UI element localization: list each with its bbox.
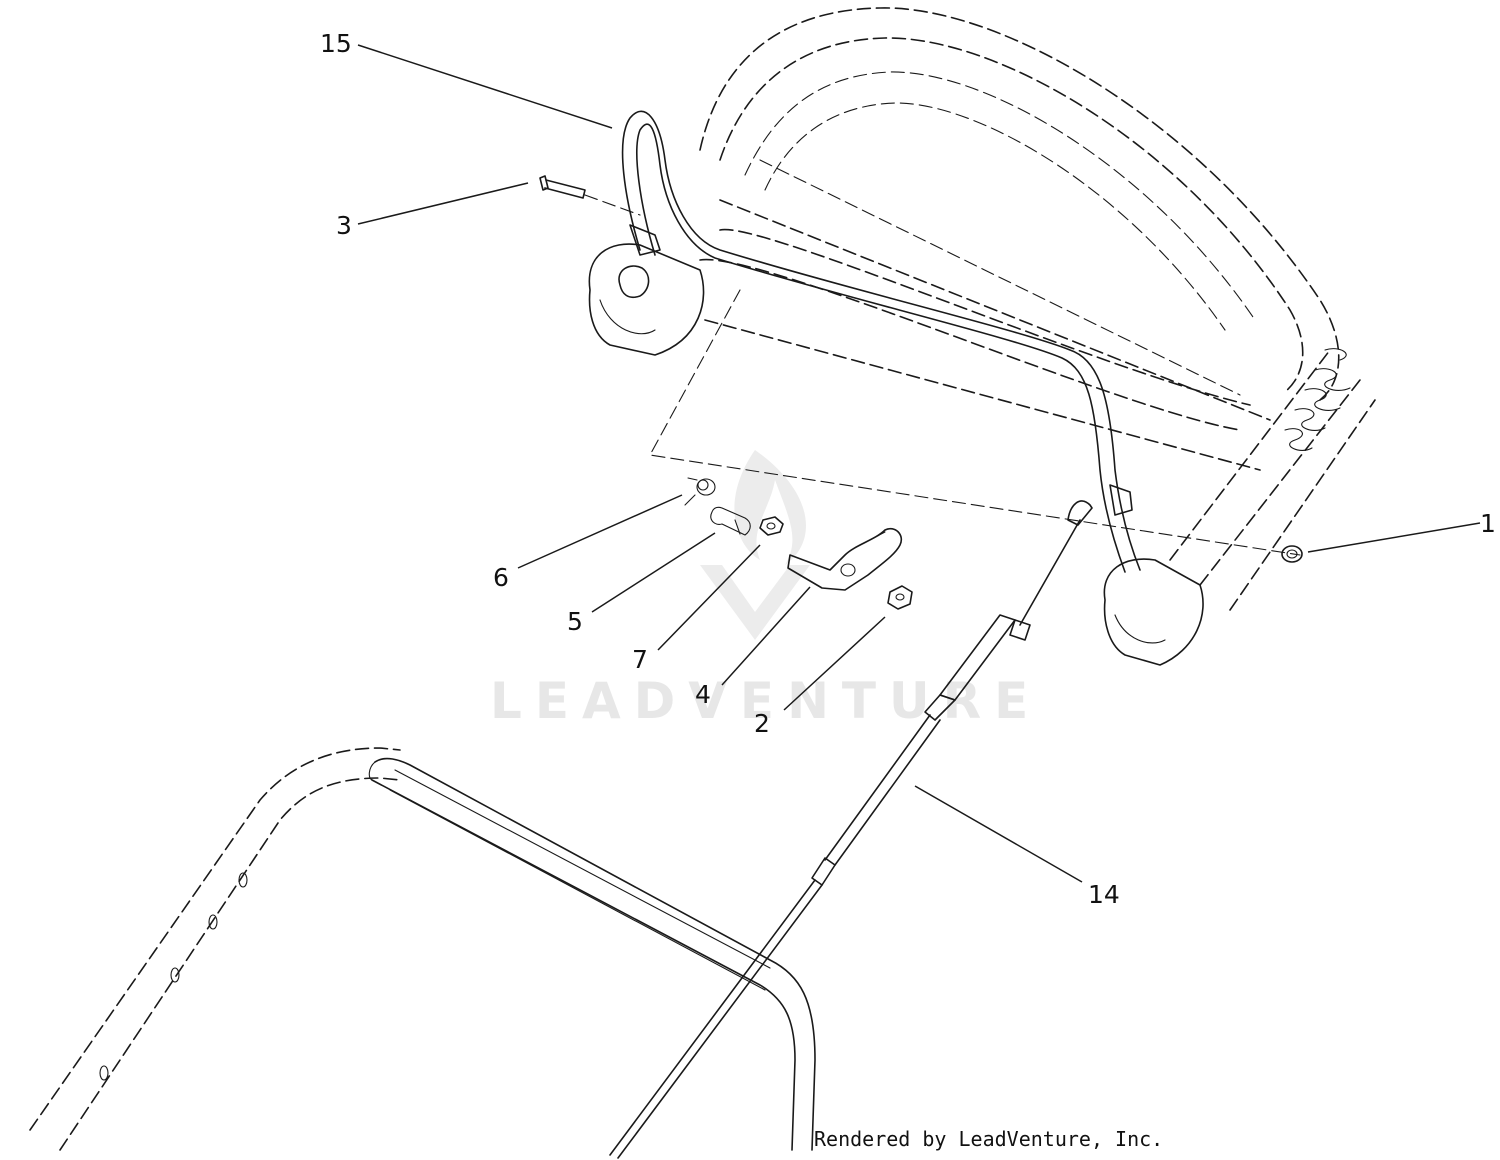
callout-4: 4 xyxy=(695,680,711,709)
callout-3: 3 xyxy=(336,211,352,240)
control-cable xyxy=(609,500,1093,1159)
callout-5: 5 xyxy=(567,607,583,636)
pin-icon xyxy=(710,506,751,536)
watermark-text: LEADVENTURE xyxy=(490,672,1041,730)
upper-handle xyxy=(588,7,1376,666)
callouts: 15 3 1 6 5 7 4 2 14 xyxy=(320,29,1496,909)
callout-2: 2 xyxy=(754,709,770,738)
spring-icon xyxy=(1284,348,1351,451)
watermark-logo-icon xyxy=(700,450,810,640)
small-parts xyxy=(539,175,1303,610)
callout-1: 1 xyxy=(1480,509,1496,538)
flange-nut-icon xyxy=(1281,545,1303,563)
torsion-spring-icon xyxy=(684,477,716,506)
callout-7: 7 xyxy=(632,645,648,674)
bolt-icon xyxy=(539,175,641,216)
nut-icon xyxy=(759,516,784,536)
callout-14: 14 xyxy=(1088,880,1120,909)
callout-6: 6 xyxy=(493,563,509,592)
lever-icon xyxy=(787,527,903,591)
lower-handle xyxy=(29,747,816,1151)
lock-nut-icon xyxy=(887,585,913,610)
leader-lines xyxy=(357,44,1481,883)
render-credit: Rendered by LeadVenture, Inc. xyxy=(814,1127,1163,1151)
callout-15: 15 xyxy=(320,29,352,58)
